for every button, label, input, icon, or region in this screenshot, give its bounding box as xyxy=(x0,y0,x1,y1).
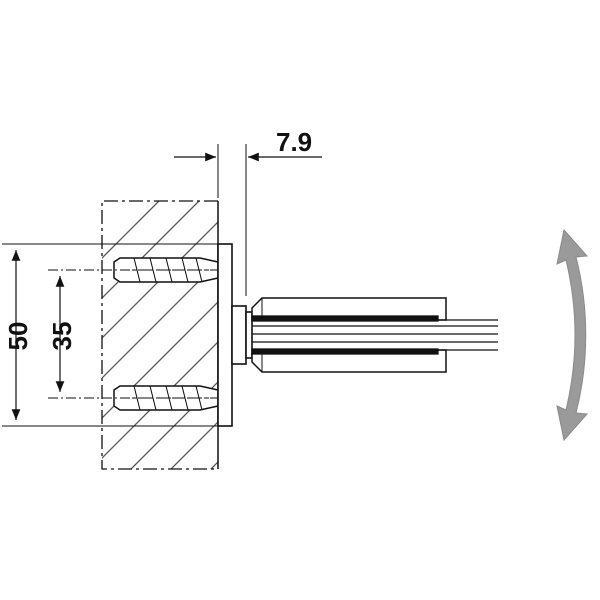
glass-clamp xyxy=(251,297,447,373)
dimension-offset: 7.9 xyxy=(174,127,322,296)
dimension-hole-spacing: 35 xyxy=(47,269,218,399)
dimension-overall-height: 50 xyxy=(2,243,218,427)
dimension-label-7-9: 7.9 xyxy=(276,127,312,157)
dimension-label-35: 35 xyxy=(47,322,77,351)
mounting-plate xyxy=(217,243,253,427)
glass-panel xyxy=(251,315,498,355)
curved-double-arrow-icon xyxy=(556,228,589,442)
wall-outline xyxy=(101,200,218,470)
dimension-label-50: 50 xyxy=(3,322,33,351)
